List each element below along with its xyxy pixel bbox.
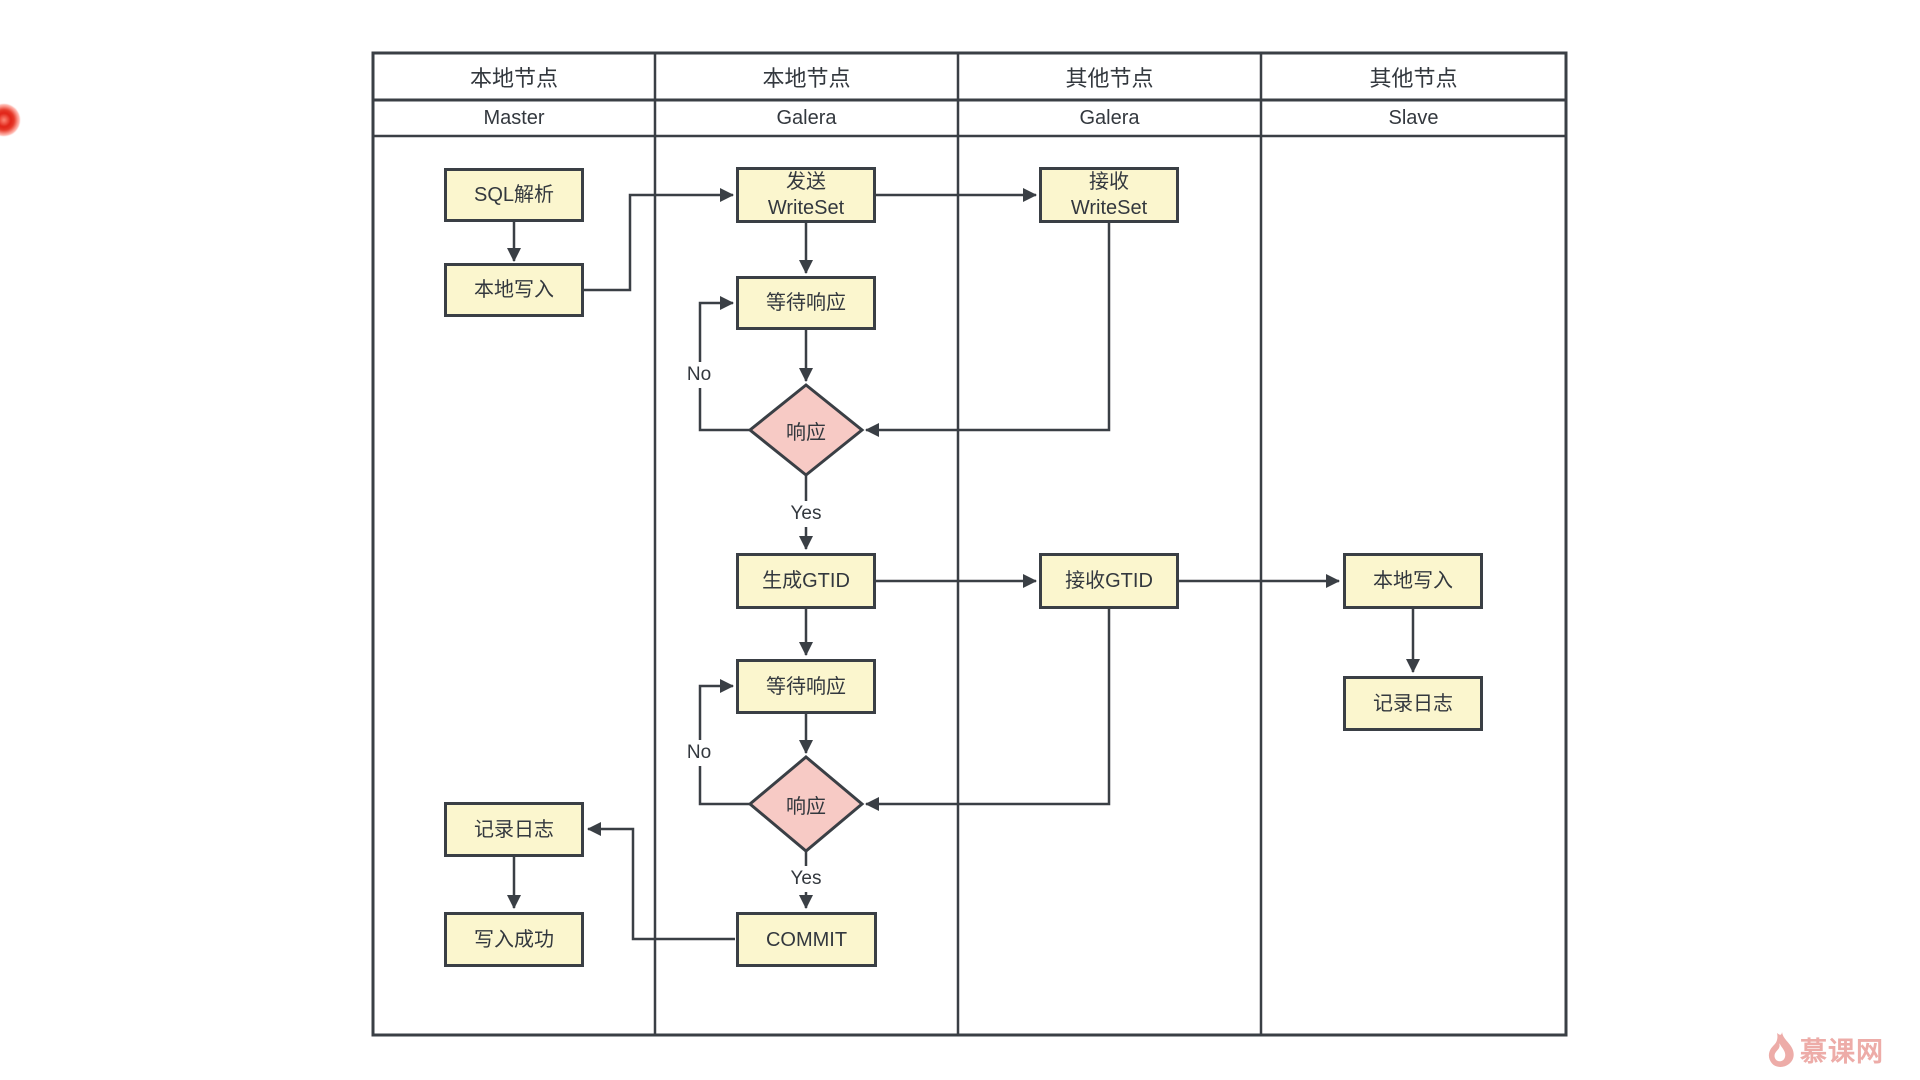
lane-1-group-header: 本地节点 (469, 65, 558, 91)
node-log-master: 记录日志 (444, 802, 584, 857)
edge-commit-to-logmaster (587, 822, 735, 941)
node-recv-writeset: 接收 WriteSet (1039, 167, 1179, 223)
decision-shapes (747, 383, 865, 853)
connectors (507, 188, 1420, 941)
laser-pointer-dot (0, 104, 20, 136)
edge-label-no-2: No (669, 740, 729, 766)
lane-3-group-header: 其他节点 (1065, 65, 1154, 91)
edge-localwrite-to-sendwriteset (584, 188, 734, 292)
edge-label-no-1: No (669, 362, 729, 388)
watermark-text: 慕课网 (1800, 1037, 1884, 1067)
lane-1-role-header: Master (483, 106, 545, 129)
node-local-write-slave: 本地写入 (1343, 553, 1483, 609)
node-wait-response-2: 等待响应 (736, 659, 876, 714)
node-commit: COMMIT (736, 912, 877, 967)
edge-recvgtid-to-decision2 (865, 609, 1111, 811)
lane-2-group-header: 本地节点 (762, 65, 851, 91)
lane-4-role-header: Slave (1388, 106, 1439, 129)
decision-response-1-diamond (747, 383, 865, 477)
node-write-success: 写入成功 (444, 912, 584, 967)
swimlane-grid (371, 51, 1568, 1037)
edge-label-yes-1: Yes (776, 501, 836, 527)
node-gen-gtid: 生成GTID (736, 553, 876, 609)
node-send-writeset: 发送 WriteSet (736, 167, 876, 223)
edge-recvwriteset-to-decision1 (865, 223, 1111, 437)
lane-4-group-header: 其他节点 (1369, 65, 1458, 91)
node-log-slave: 记录日志 (1343, 676, 1483, 731)
node-local-write-master: 本地写入 (444, 263, 584, 317)
watermark: 慕课网 (1768, 1030, 1884, 1069)
node-recv-gtid: 接收GTID (1039, 553, 1179, 609)
node-sql-parse: SQL解析 (444, 168, 584, 222)
lane-3-role-header: Galera (1079, 106, 1140, 129)
decision-response-2-diamond (747, 755, 865, 853)
lane-2-role-header: Galera (776, 106, 837, 129)
flame-icon (1768, 1031, 1794, 1067)
node-wait-response-1: 等待响应 (736, 276, 876, 330)
edge-label-yes-2: Yes (776, 866, 836, 892)
